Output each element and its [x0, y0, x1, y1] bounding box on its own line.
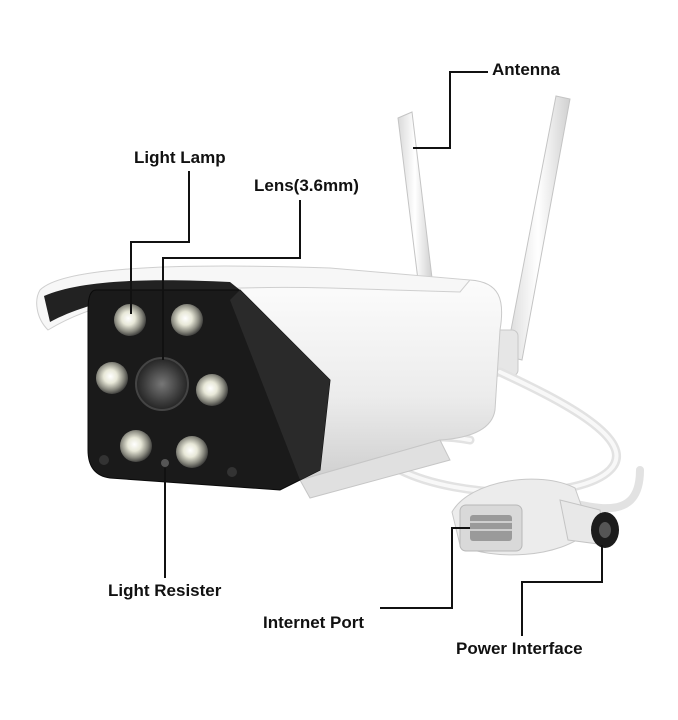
- leader-internet-port: [380, 527, 470, 609]
- led: [196, 374, 228, 406]
- antenna-left: [397, 111, 433, 281]
- antenna-right: [505, 95, 571, 361]
- light-lamp-label: Light Lamp: [134, 148, 226, 167]
- led: [171, 304, 203, 336]
- led: [120, 430, 152, 462]
- leader-lines: [130, 71, 603, 636]
- power-interface-label: Power Interface: [456, 639, 583, 658]
- screw: [227, 467, 237, 477]
- lens: [135, 357, 189, 411]
- leader-lens: [162, 200, 301, 360]
- antenna-label: Antenna: [492, 60, 560, 79]
- leader-power-interface: [521, 545, 603, 636]
- leader-light-lamp: [130, 171, 190, 314]
- led-array: [96, 304, 228, 468]
- led: [96, 362, 128, 394]
- lens-label: Lens(3.6mm): [254, 176, 359, 195]
- power-connector: [559, 499, 619, 548]
- camera-face: [87, 289, 331, 491]
- light-resister-sensor: [161, 459, 169, 467]
- leader-antenna: [413, 71, 488, 149]
- internet-port-label: Internet Port: [263, 613, 365, 632]
- led: [114, 304, 146, 336]
- internet-port-connector: [451, 478, 591, 556]
- led: [176, 436, 208, 468]
- screw: [99, 455, 109, 465]
- light-resister-label: Light Resister: [108, 581, 222, 600]
